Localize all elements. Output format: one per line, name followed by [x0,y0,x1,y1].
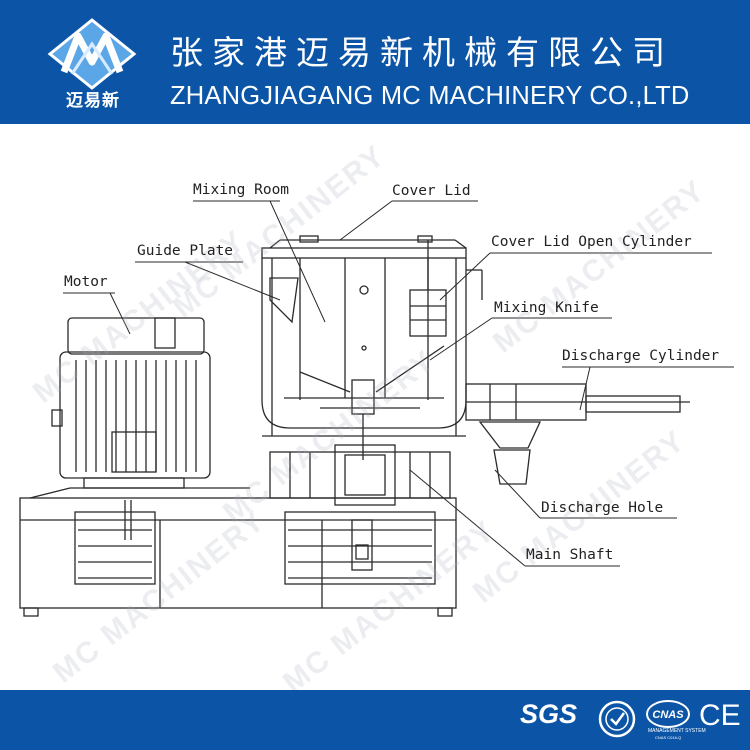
bellows-right [284,511,436,585]
cnas-subtitle: MANAGEMENT SYSTEM [648,728,706,734]
label-guide-plate: Guide Plate [137,243,234,259]
certification-seal-icon [598,700,636,738]
label-mixing-knife: Mixing Knife [494,300,599,316]
machine-diagram [19,200,734,617]
motor-drawing [51,317,211,489]
cnas-logo-icon: CNAS [646,700,690,728]
mixing-room-drawing [261,235,483,506]
cnas-code: CNAS C016-Q [655,735,682,740]
company-logo [47,18,137,90]
label-discharge-cylinder: Discharge Cylinder [562,348,720,364]
label-main-shaft: Main Shaft [526,547,614,563]
ce-mark: CE [699,699,741,732]
discharge-drawing [465,383,690,485]
label-discharge-hole: Discharge Hole [541,500,664,516]
label-cover-lid: Cover Lid [392,183,471,199]
sgs-mark: SGS [520,699,578,729]
company-name-english: ZHANGJIAGANG MC MACHINERY CO.,LTD [170,82,690,110]
cnas-text: CNAS [652,709,684,721]
label-mixing-room: Mixing Room [193,182,290,198]
label-motor: Motor [64,274,108,290]
company-name-chinese: 张家港迈易新机械有限公司 [170,33,674,72]
footer-banner [0,690,750,750]
label-cover-lid-open-cylinder: Cover Lid Open Cylinder [491,234,692,250]
bellows-left [74,500,156,585]
logo-text: 迈易新 [66,91,120,111]
header-banner: 迈易新 张家港迈易新机械有限公司 ZHANGJIAGANG MC MACHINE… [0,0,750,124]
